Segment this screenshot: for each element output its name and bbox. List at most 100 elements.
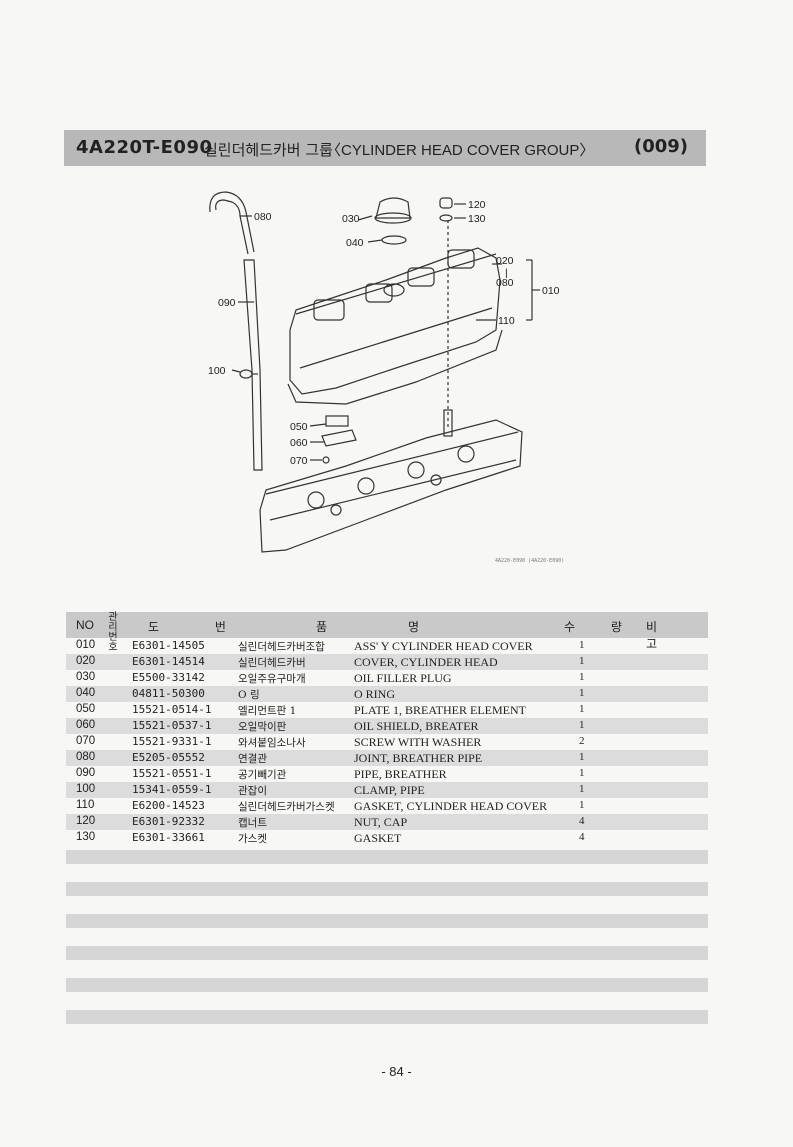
row-part-no: 15521-9331-1: [132, 735, 212, 748]
table-row: 050 15521-0514-1 엘리먼트판 1 PLATE 1, BREATH…: [66, 702, 708, 718]
row-quantity: 1: [579, 671, 585, 683]
row-no: 110: [76, 799, 95, 811]
row-name-korean: O 링: [238, 689, 260, 701]
diagram-reference-code: 4A220-E090 (4A220-E090): [495, 558, 565, 564]
row-part-no: E6301-14514: [132, 655, 205, 668]
row-name-english: PIPE, BREATHER: [354, 767, 447, 781]
row-name-english: ASS' Y CYLINDER HEAD COVER: [354, 639, 533, 653]
parts-table-header: NO 관리 번호 도 번 품 명 수 량 비 고: [66, 612, 708, 653]
row-part-no: E5205-05552: [132, 751, 205, 764]
oil-shield-drawing: [321, 429, 357, 447]
row-name-korean: 연결관: [238, 753, 267, 765]
row-quantity: 1: [579, 639, 585, 651]
callout-100: 100: [208, 365, 226, 377]
header-remarks: 비 고: [646, 620, 674, 651]
table-row: 130 E6301-33661 가스켓 GASKET 4: [66, 830, 708, 846]
table-row: 020 E6301-14514 실린더헤드카버 COVER, CYLINDER …: [66, 654, 708, 670]
callout-separator: |: [505, 267, 508, 279]
row-no: 010: [76, 639, 96, 651]
row-part-no: 15341-0559-1: [132, 783, 212, 796]
row-quantity: 1: [579, 783, 585, 795]
o-ring-drawing: [381, 235, 407, 245]
row-name-english: COVER, CYLINDER HEAD: [354, 655, 498, 669]
callout-030: 030: [342, 213, 360, 225]
table-row: 060 15521-0537-1 오일막이판 OIL SHIELD, BREAT…: [66, 718, 708, 734]
row-name-korean: 오일주유구마개: [238, 673, 306, 685]
callout-070: 070: [290, 455, 308, 467]
header-name-left: 품: [316, 620, 328, 634]
cap-nut-drawing: [439, 197, 453, 209]
row-no: 060: [76, 719, 96, 731]
row-name-korean: 실린더헤드카버조합: [238, 641, 325, 653]
cylinder-head-cover-drawing: [289, 247, 501, 395]
row-quantity: 4: [579, 815, 585, 827]
row-name-english: GASKET, CYLINDER HEAD COVER: [354, 799, 548, 813]
empty-row-band: [66, 850, 708, 864]
group-code: 4A220T-E090: [76, 137, 213, 158]
callout-090: 090: [218, 297, 236, 309]
row-name-english: GASKET: [354, 831, 402, 845]
group-title-english: 〈CYLINDER HEAD COVER GROUP〉: [326, 142, 595, 159]
row-name-english: OIL FILLER PLUG: [354, 671, 452, 685]
table-row: 110 E6200-14523 실린더헤드카버가스켓 GASKET, CYLIN…: [66, 798, 708, 814]
row-quantity: 1: [579, 687, 585, 699]
diagram-drawing: 080 090 100 030 040 120 130 020 | 080 01…: [208, 191, 560, 553]
oil-filler-plug-drawing: [375, 197, 411, 219]
group-title-bar: 4A220T-E090 실린더헤드카버 그룹 〈CYLINDER HEAD CO…: [64, 130, 706, 166]
row-quantity: 1: [579, 799, 585, 811]
head-cover-gasket-drawing: [287, 329, 503, 405]
row-part-no: 15521-0551-1: [132, 767, 212, 780]
group-number: (009): [633, 136, 688, 157]
table-row: 030 E5500-33142 오일주유구마개 OIL FILLER PLUG …: [66, 670, 708, 686]
empty-row-band: [66, 882, 708, 896]
callout-120: 120: [468, 199, 486, 211]
callout-130: 130: [468, 213, 486, 225]
empty-row-band: [66, 978, 708, 992]
empty-row-band: [66, 946, 708, 960]
row-quantity: 1: [579, 703, 585, 715]
callout-080-range: 080: [496, 277, 514, 289]
row-no: 030: [76, 671, 96, 683]
row-no: 090: [76, 767, 96, 779]
row-name-english: NUT, CAP: [354, 815, 408, 829]
row-quantity: 1: [579, 719, 585, 731]
parts-table: NO 관리 번호 도 번 품 명 수 량 비 고 010 E6301-14505…: [66, 612, 708, 846]
row-part-no: 15521-0514-1: [132, 703, 212, 716]
row-name-korean: 공기빼기관: [238, 769, 287, 781]
breather-pipe-drawing: [243, 259, 263, 471]
page-number: - 84 -: [381, 1064, 412, 1079]
pipe-clamp-drawing: [239, 369, 253, 379]
row-no: 130: [76, 831, 96, 843]
table-row: 040 04811-50300 O 링 O RING 1: [66, 686, 708, 702]
row-name-korean: 캡너트: [238, 817, 267, 829]
row-part-no: E6301-92332: [132, 815, 205, 828]
row-quantity: 4: [579, 831, 585, 843]
cap-gasket-drawing: [439, 214, 453, 222]
breather-plate-drawing: [325, 415, 349, 427]
row-no: 080: [76, 751, 96, 763]
row-name-english: PLATE 1, BREATHER ELEMENT: [354, 703, 526, 717]
table-row: 120 E6301-92332 캡너트 NUT, CAP 4: [66, 814, 708, 830]
row-part-no: E6301-14505: [132, 639, 205, 652]
row-name-english: SCREW WITH WASHER: [354, 735, 482, 749]
group-title-korean: 실린더헤드카버 그룹: [204, 141, 333, 159]
row-no: 050: [76, 703, 96, 715]
header-part-no: 도 번: [148, 620, 252, 634]
row-quantity: 1: [579, 751, 585, 763]
breather-joint-drawing: [215, 199, 249, 255]
callout-060: 060: [290, 437, 308, 449]
row-name-korean: 오일막이판: [238, 721, 287, 733]
row-no: 040: [76, 687, 96, 699]
row-part-no: E6200-14523: [132, 799, 205, 812]
row-no: 020: [76, 655, 96, 667]
row-no: 100: [76, 783, 96, 795]
row-part-no: 15521-0537-1: [132, 719, 212, 732]
row-part-no: E5500-33142: [132, 671, 205, 684]
row-name-korean: 실린더헤드카버: [238, 657, 306, 669]
callout-010: 010: [542, 285, 560, 297]
callout-050: 050: [290, 421, 308, 433]
table-row: 070 15521-9331-1 와셔붙임소나사 SCREW WITH WASH…: [66, 734, 708, 750]
callout-040: 040: [346, 237, 364, 249]
row-name-english: OIL SHIELD, BREATER: [354, 719, 479, 733]
empty-row-band: [66, 914, 708, 928]
